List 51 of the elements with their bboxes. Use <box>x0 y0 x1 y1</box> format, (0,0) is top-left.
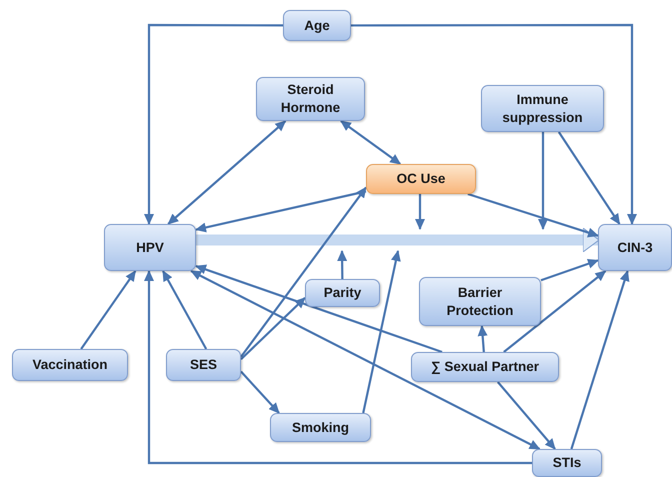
factor-label: Vaccination <box>32 356 108 374</box>
arrow <box>468 192 599 238</box>
arrow <box>190 270 540 450</box>
arrow <box>144 270 532 464</box>
arrow <box>162 270 208 350</box>
arrow <box>538 132 548 230</box>
arrow <box>340 120 402 165</box>
arrow <box>570 270 630 450</box>
arrow <box>80 270 136 350</box>
arrow <box>240 297 306 360</box>
factor-label: Immune suppression <box>501 90 584 126</box>
factor-label: Smoking <box>292 418 349 436</box>
arrow <box>351 24 637 225</box>
arrow <box>240 370 280 414</box>
arrow <box>362 250 401 414</box>
factor-box <box>305 279 380 307</box>
factor-label: Parity <box>324 284 362 302</box>
factor-box <box>411 352 559 382</box>
arrow <box>195 190 366 232</box>
factor-label: SES <box>190 356 217 374</box>
arrow <box>195 264 442 354</box>
arrow <box>240 186 367 358</box>
arrow <box>478 325 488 352</box>
factor-box <box>12 349 128 381</box>
factor-box <box>270 413 371 442</box>
factor-label: CIN-3 <box>617 238 653 256</box>
factor-label: Barrier Protection <box>446 284 514 320</box>
factor-label: OC Use <box>396 170 446 188</box>
factor-label: Steroid Hormone <box>280 81 342 117</box>
arrow <box>337 250 348 280</box>
arrow <box>167 120 286 225</box>
arrow <box>415 194 425 230</box>
factor-box <box>166 349 241 381</box>
factor-box <box>366 164 476 194</box>
factor-box <box>532 449 602 477</box>
arrow <box>558 131 620 225</box>
factor-box <box>481 85 604 132</box>
factor-box <box>256 77 365 121</box>
factor-label: ∑ Sexual Partner <box>431 358 539 376</box>
broad-arrow <box>196 228 600 252</box>
factor-box <box>283 10 351 41</box>
factor-box <box>598 224 672 271</box>
arrow <box>503 270 606 353</box>
arrow <box>144 24 283 225</box>
arrow <box>540 258 599 282</box>
factor-label: Age <box>304 16 330 34</box>
arrow <box>496 381 556 450</box>
factor-box <box>104 224 196 271</box>
factor-label: STIs <box>552 454 582 472</box>
factor-label: HPV <box>136 238 164 256</box>
factor-box <box>419 277 541 326</box>
